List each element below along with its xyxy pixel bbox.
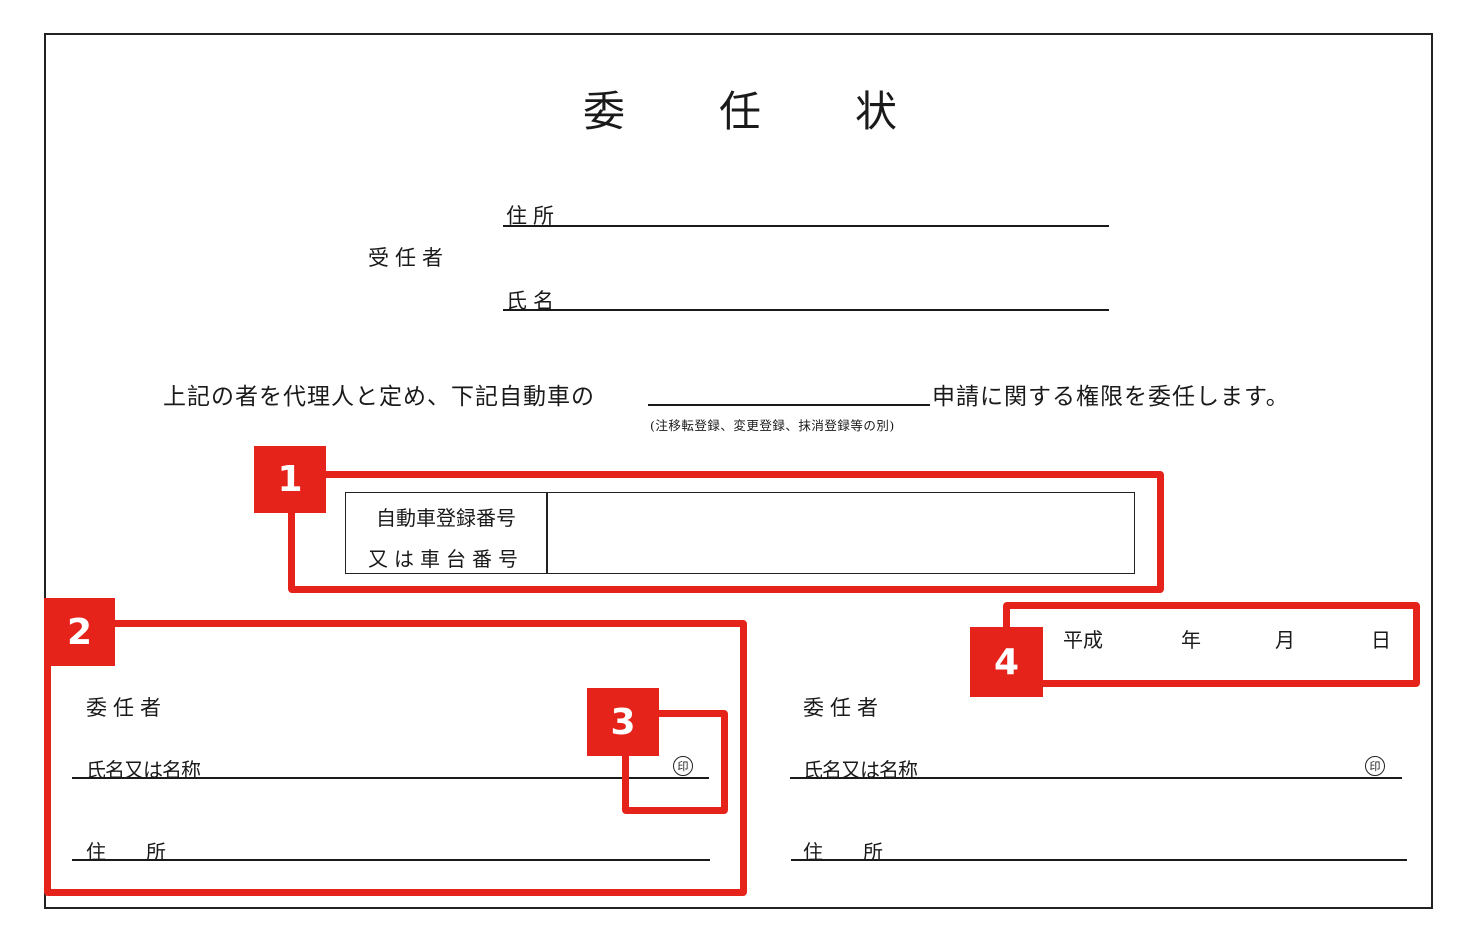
principal-left-name-field[interactable] — [72, 777, 709, 779]
principal-left-label: 委任者 — [86, 696, 167, 720]
annotation-badge-4: 4 — [970, 627, 1043, 697]
vehicle-number-table: 自動車登録番号 又は車台番号 — [345, 492, 1135, 574]
delegation-sentence-end: 申請に関する権限を委任します。 — [932, 384, 1290, 410]
application-type-field[interactable] — [648, 404, 930, 406]
principal-left-address-field[interactable] — [72, 859, 710, 861]
agent-address-field[interactable] — [503, 225, 1109, 227]
principal-right-name-field[interactable] — [790, 777, 1402, 779]
registration-number-label: 自動車登録番号 — [376, 506, 516, 530]
annotation-box-2 — [44, 620, 747, 896]
chassis-number-label: 又は車台番号 — [368, 547, 524, 571]
date-day: 日 — [1371, 628, 1391, 652]
date-era: 平成 — [1063, 628, 1103, 652]
annotation-box-4 — [1003, 602, 1420, 687]
seal-icon: 印 — [1365, 756, 1385, 776]
application-type-note: (注移転登録、変更登録、抹消登録等の別) — [650, 418, 895, 433]
principal-right-label: 委任者 — [803, 696, 884, 720]
title-char: 任 — [718, 87, 761, 136]
annotation-badge-2: 2 — [44, 598, 115, 666]
delegation-sentence-start: 上記の者を代理人と定め、下記自動車の — [163, 384, 595, 410]
agent-address-label: 住所 — [506, 204, 560, 228]
annotation-badge-1: 1 — [254, 446, 326, 513]
title-char: 状 — [855, 87, 898, 136]
title-char: 委 — [582, 87, 625, 136]
annotation-badge-3: 3 — [587, 688, 659, 756]
seal-icon: 印 — [673, 756, 693, 776]
annotation-box-1 — [288, 471, 1164, 593]
document-sheet — [44, 33, 1433, 909]
date-month: 月 — [1275, 628, 1295, 652]
principal-right-address-field[interactable] — [791, 859, 1407, 861]
annotation-box-3 — [622, 710, 728, 814]
agent-name-field[interactable] — [503, 309, 1109, 311]
table-divider — [546, 493, 548, 573]
date-year: 年 — [1181, 628, 1201, 652]
agent-label: 受任者 — [368, 246, 449, 270]
document-title: 委任状 — [0, 78, 1480, 139]
